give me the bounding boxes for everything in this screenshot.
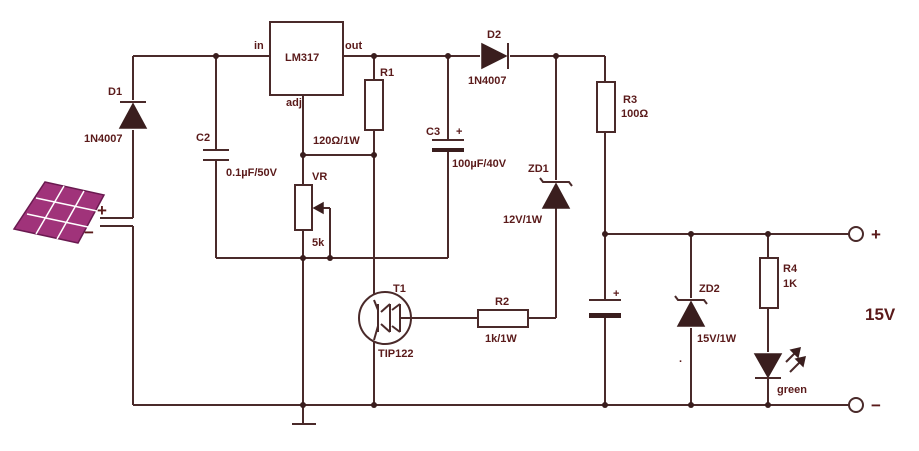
- c3-ref: C3: [426, 126, 440, 138]
- junction: [553, 53, 559, 59]
- diode-d1: [118, 101, 148, 129]
- r3-value: 100Ω: [621, 108, 648, 120]
- capacitor-output: [589, 299, 621, 318]
- r4-ref: R4: [783, 263, 798, 275]
- resistor-r3: [596, 81, 616, 133]
- potentiometer-vr: [294, 184, 324, 231]
- output-voltage-label: 15V: [865, 305, 896, 324]
- zener-zd2: [674, 295, 708, 327]
- t1-ref: T1: [393, 283, 406, 295]
- vr-ref: VR: [312, 171, 327, 183]
- vr-value: 5k: [312, 237, 325, 249]
- panel-minus-label: −: [84, 223, 94, 242]
- junction: [688, 402, 694, 408]
- capacitor-c2: [203, 149, 229, 161]
- output-minus-label: −: [871, 396, 881, 415]
- diode-d2: [481, 42, 509, 70]
- led-value: green: [777, 384, 807, 396]
- r4-value: 1K: [783, 278, 797, 290]
- junction: [765, 402, 771, 408]
- junction: [602, 402, 608, 408]
- d1-ref: D1: [108, 86, 122, 98]
- junction: [765, 231, 771, 237]
- d2-value: 1N4007: [468, 75, 507, 87]
- zd1-value: 12V/1W: [503, 214, 543, 226]
- stray-dot: .: [679, 353, 682, 365]
- output-plus-label: +: [871, 225, 881, 244]
- regulator-adj-label: adj: [286, 97, 302, 109]
- junction: [371, 402, 377, 408]
- output-terminal-positive: [848, 226, 864, 242]
- c2-value: 0.1µF/50V: [226, 167, 278, 179]
- regulator-lm317: [269, 21, 344, 96]
- led-green: [753, 347, 806, 379]
- c3-value: 100µF/40V: [452, 158, 507, 170]
- junction: [602, 231, 608, 237]
- zd2-ref: ZD2: [699, 283, 720, 295]
- zd2-value: 15V/1W: [697, 333, 737, 345]
- junction: [213, 53, 219, 59]
- r3-ref: R3: [623, 94, 637, 106]
- junction: [371, 53, 377, 59]
- junction: [300, 255, 306, 261]
- junction: [327, 255, 333, 261]
- c4-plus: +: [613, 288, 619, 300]
- output-terminal-negative: [848, 397, 864, 413]
- c2-ref: C2: [196, 132, 210, 144]
- wires: [100, 55, 850, 425]
- capacitor-c3: [432, 139, 464, 152]
- panel-plus-label: +: [97, 201, 107, 220]
- junction: [371, 152, 377, 158]
- junction: [688, 231, 694, 237]
- resistor-r1: [364, 79, 384, 131]
- zener-zd1: [539, 177, 573, 209]
- r2-ref: R2: [495, 296, 509, 308]
- junction: [300, 152, 306, 158]
- c3-plus: +: [456, 126, 462, 138]
- transistor-t1: [358, 291, 412, 345]
- zd1-ref: ZD1: [528, 163, 549, 175]
- r1-value: 120Ω/1W: [313, 135, 360, 147]
- junctions: [213, 53, 771, 408]
- resistor-r2: [477, 309, 529, 328]
- regulator-out-label: out: [345, 40, 362, 52]
- regulator-in-label: in: [254, 40, 264, 52]
- r1-ref: R1: [380, 67, 394, 79]
- d2-ref: D2: [487, 29, 501, 41]
- resistor-r4: [759, 257, 779, 309]
- t1-value: TIP122: [378, 348, 413, 360]
- junction: [445, 53, 451, 59]
- d1-value: 1N4007: [84, 133, 123, 145]
- r2-value: 1k/1W: [485, 333, 517, 345]
- regulator-name: LM317: [285, 52, 319, 64]
- solar-panel-icon: [12, 181, 106, 244]
- junction: [300, 402, 306, 408]
